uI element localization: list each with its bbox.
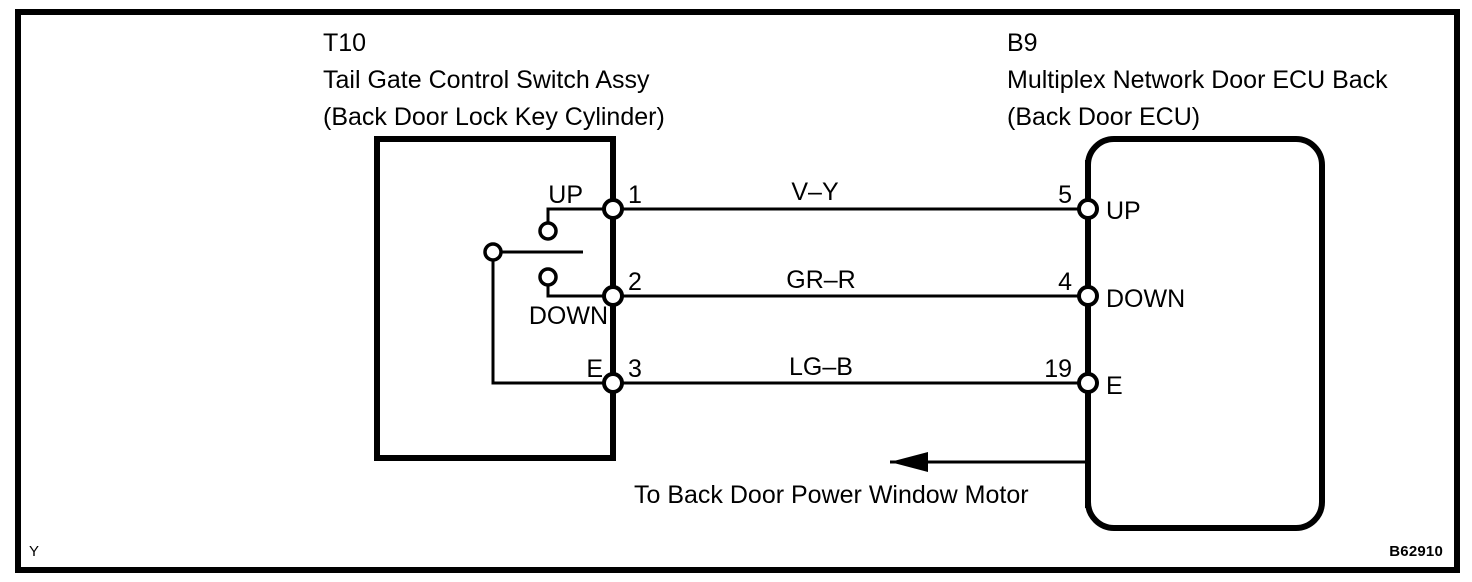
left-terminal-label-e: E: [586, 355, 603, 383]
left-pin-number-3: 3: [628, 355, 642, 383]
left-pin-number-1: 1: [628, 181, 642, 209]
diagram-frame: [15, 9, 1460, 573]
left-pin-number-2: 2: [628, 268, 642, 296]
right-component-alt-name: (Back Door ECU): [1007, 103, 1200, 131]
left-terminal-dot-2: [602, 285, 624, 307]
wire-label-gr-r: GR–R: [786, 266, 855, 294]
right-terminal-dot-19: [1077, 372, 1099, 394]
switch-down-contact-icon: [538, 267, 558, 287]
wire-label-lg-b: LG–B: [789, 353, 853, 381]
right-component-code: B9: [1007, 29, 1038, 57]
wire-label-v-y: V–Y: [791, 178, 839, 206]
left-terminal-label-up: UP: [548, 181, 583, 209]
right-terminal-label-down: DOWN: [1106, 285, 1185, 313]
right-pin-number-5: 5: [1058, 181, 1072, 209]
right-terminal-dot-5: [1077, 198, 1099, 220]
switch-ground-lead: [491, 252, 613, 385]
right-component-name: Multiplex Network Door ECU Back: [1007, 66, 1388, 94]
right-pin-number-19: 19: [1044, 355, 1072, 383]
right-terminal-label-e: E: [1106, 372, 1123, 400]
motor-branch-note: To Back Door Power Window Motor: [634, 481, 1029, 509]
reference-code: B62910: [1389, 543, 1443, 560]
left-component-code: T10: [323, 29, 366, 57]
right-pin-number-4: 4: [1058, 268, 1072, 296]
right-terminal-dot-4: [1077, 285, 1099, 307]
switch-pivot-icon: [483, 242, 503, 262]
left-component-alt-name: (Back Door Lock Key Cylinder): [323, 103, 665, 131]
switch-up-contact-icon: [538, 221, 558, 241]
corner-mark: Y: [29, 543, 39, 560]
right-terminal-label-up: UP: [1106, 197, 1141, 225]
motor-branch-arrow-icon: [890, 452, 928, 472]
left-component-name: Tail Gate Control Switch Assy: [323, 66, 650, 94]
left-terminal-dot-3: [602, 372, 624, 394]
left-terminal-label-down: DOWN: [529, 302, 608, 330]
left-terminal-dot-1: [602, 198, 624, 220]
